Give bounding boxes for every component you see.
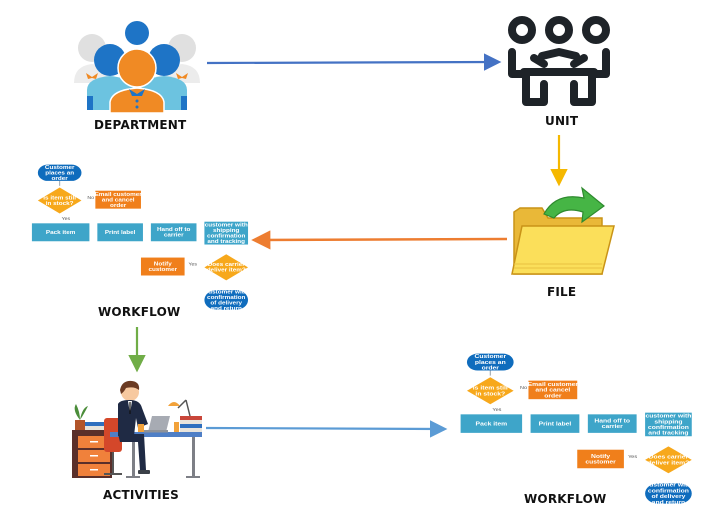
flowchart-connectors: No Yes Yes [489,370,638,460]
fc-notify-customer [577,449,624,469]
open-folder-icon [511,186,615,275]
fc-print-label [97,223,143,242]
unit-label: UNIT [545,114,579,128]
flowchart-connectors: No Yes Yes [59,180,198,267]
svg-text:Yes: Yes [628,455,638,460]
fc-email-shipping [204,221,249,245]
fc-pack-item [460,414,523,433]
department-label: DEPARTMENT [94,118,187,132]
file-label: FILE [547,285,577,299]
fc-hand-off [587,414,637,433]
svg-text:No: No [87,195,94,199]
fc-pack-item-text: Pack item [46,230,76,235]
fc-pack-item [31,223,90,242]
arrow-department-to-unit [206,53,502,71]
workflow-top-label: WORKFLOW [98,305,181,319]
people-group-icon [74,21,200,114]
fc-end [204,290,249,310]
fc-print-label [530,414,580,433]
svg-text:Yes: Yes [189,262,198,266]
workflow-bottom-label: WORKFLOW [524,492,607,506]
svg-text:No: No [520,386,527,391]
arrow-file-to-workflow [251,230,508,250]
fc-decision-stock [37,187,82,214]
fc-email-shipping [645,412,692,437]
svg-text:Yes: Yes [62,216,71,220]
fc-end [645,483,692,504]
fc-pack-item-text: Pack item [476,421,508,427]
fc-print-label-text: Print label [539,421,572,427]
activities-label: ACTIVITIES [103,488,179,502]
fc-start [37,164,82,181]
fc-cancel-order [528,380,578,400]
svg-text:Yes: Yes [492,407,502,412]
fc-cancel-order [95,190,141,209]
fc-start [466,353,514,371]
person-at-desk-icon [72,380,202,478]
fc-notify-customer [140,257,185,276]
team-meeting-icon [508,16,610,106]
arrow-activities-to-workflow [205,420,448,438]
fc-hand-off [150,223,197,242]
fc-decision-stock [466,377,514,405]
fc-print-label-text: Print label [105,230,136,235]
